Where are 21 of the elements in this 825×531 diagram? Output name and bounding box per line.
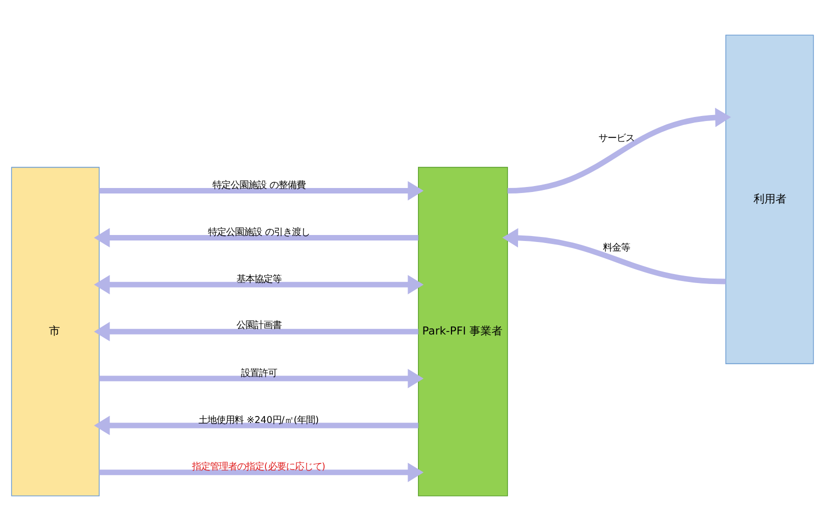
arrow bbox=[94, 416, 418, 436]
edge-label: 設置許可 bbox=[240, 368, 277, 379]
node-box: 市 bbox=[11, 166, 100, 496]
arrow bbox=[502, 228, 726, 284]
arrow bbox=[94, 274, 424, 294]
arrow bbox=[99, 368, 424, 388]
arrow bbox=[507, 108, 732, 194]
arrow bbox=[99, 181, 424, 200]
edge-label: 公園計画書 bbox=[236, 320, 282, 332]
node-box: Park-PFI 事業者 bbox=[418, 166, 508, 496]
edge-label: 特定公園施設 の引き渡し bbox=[208, 227, 310, 238]
node-box: 利用者 bbox=[725, 34, 814, 364]
arrow bbox=[94, 322, 418, 342]
edge-label: 指定管理者の指定(必要に応じて) bbox=[192, 462, 326, 473]
arrow bbox=[99, 462, 424, 482]
edge-label: 特定公園施設 の整備費 bbox=[212, 180, 306, 192]
edge-label: 基本協定等 bbox=[236, 274, 282, 286]
edge-label: 土地使用料 ※240円/㎡(年間) bbox=[198, 414, 319, 426]
edge-label: サービス bbox=[598, 133, 635, 144]
edge-label: 料金等 bbox=[603, 242, 630, 254]
arrow bbox=[94, 228, 418, 248]
